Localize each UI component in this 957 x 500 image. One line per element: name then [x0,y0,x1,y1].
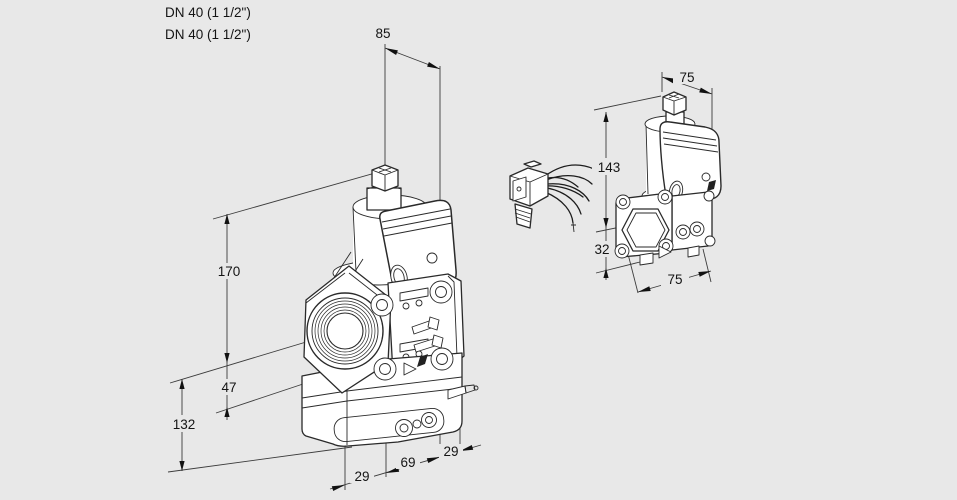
dim-75-top-label: 75 [679,70,694,85]
main-valve-drawing [301,164,479,447]
dim-29-right-label: 29 [443,444,458,459]
flange-bolts [370,280,454,381]
wire-pin-bottom [571,222,576,233]
dim-69-label: 69 [400,455,415,470]
adjustment-screws [411,316,444,353]
dim-47-label: 47 [221,380,236,395]
dim-170-label: 170 [218,264,241,279]
cable-connector-drawing [509,160,604,233]
side-flow-arrow [658,245,672,259]
side-hex-flange [621,208,670,252]
port-size-label-1: DN 40 (1 1/2") [165,5,251,20]
marker-slash [417,354,428,367]
dim-132-label: 132 [173,417,196,432]
cover-clip [707,180,716,191]
dim-29-left-label: 29 [354,469,369,484]
side-valve-drawing [614,91,722,266]
dim-32-label: 32 [594,242,609,257]
dim-75-bottom-label: 75 [667,272,682,287]
port-size-labels: DN 40 (1 1/2") DN 40 (1 1/2") [165,5,251,42]
dimension-annotations: 85 170 47 132 29 69 29 75 143 32 75 [167,26,713,491]
dim-143-label: 143 [598,160,621,175]
flow-arrow [403,362,417,376]
dim-85-label: 85 [375,26,390,41]
port-size-label-2: DN 40 (1 1/2") [165,27,251,42]
